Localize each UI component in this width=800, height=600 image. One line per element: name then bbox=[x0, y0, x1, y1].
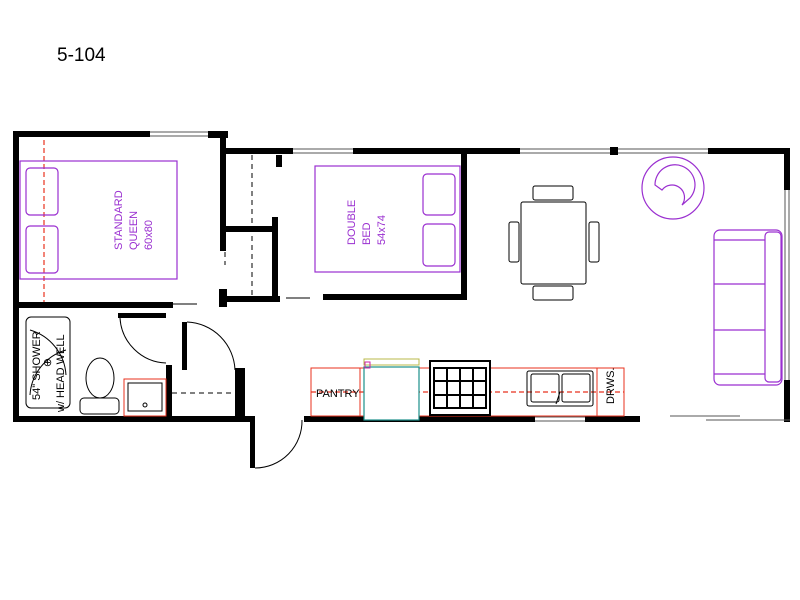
bathroom-sink bbox=[123, 378, 167, 417]
dining-table bbox=[508, 185, 600, 301]
bed-label: BED bbox=[361, 222, 373, 245]
kitchen-counter: PANTRY DRWS. bbox=[310, 358, 625, 421]
drawers-label: DRWS. bbox=[605, 368, 617, 404]
bed-label: QUEEN bbox=[128, 211, 140, 250]
bed-label: STANDARD bbox=[113, 190, 125, 250]
sofa bbox=[713, 229, 783, 386]
shower-label: 54" SHOWER bbox=[31, 331, 43, 400]
door-swings bbox=[119, 317, 303, 469]
bed-label: 60x80 bbox=[143, 220, 155, 250]
toilet bbox=[79, 357, 120, 415]
refrigerator bbox=[363, 366, 420, 421]
walls bbox=[13, 131, 790, 468]
double-bed: DOUBLE BED 54x74 bbox=[314, 165, 461, 273]
queen-bed: STANDARD QUEEN 60x80 bbox=[19, 160, 178, 280]
plan-title: 5-104 bbox=[57, 45, 106, 66]
shower: 54" SHOWER w/ HEAD WELL ⊕ bbox=[25, 316, 71, 413]
shower-label: w/ HEAD WELL bbox=[55, 334, 67, 413]
kitchen-sink bbox=[526, 370, 594, 407]
bed-label: 54x74 bbox=[376, 215, 388, 245]
pantry-label: PANTRY bbox=[316, 388, 360, 400]
drain-icon: ⊕ bbox=[43, 357, 52, 369]
bed-label: DOUBLE bbox=[346, 200, 358, 245]
swivel-chair bbox=[641, 156, 705, 220]
